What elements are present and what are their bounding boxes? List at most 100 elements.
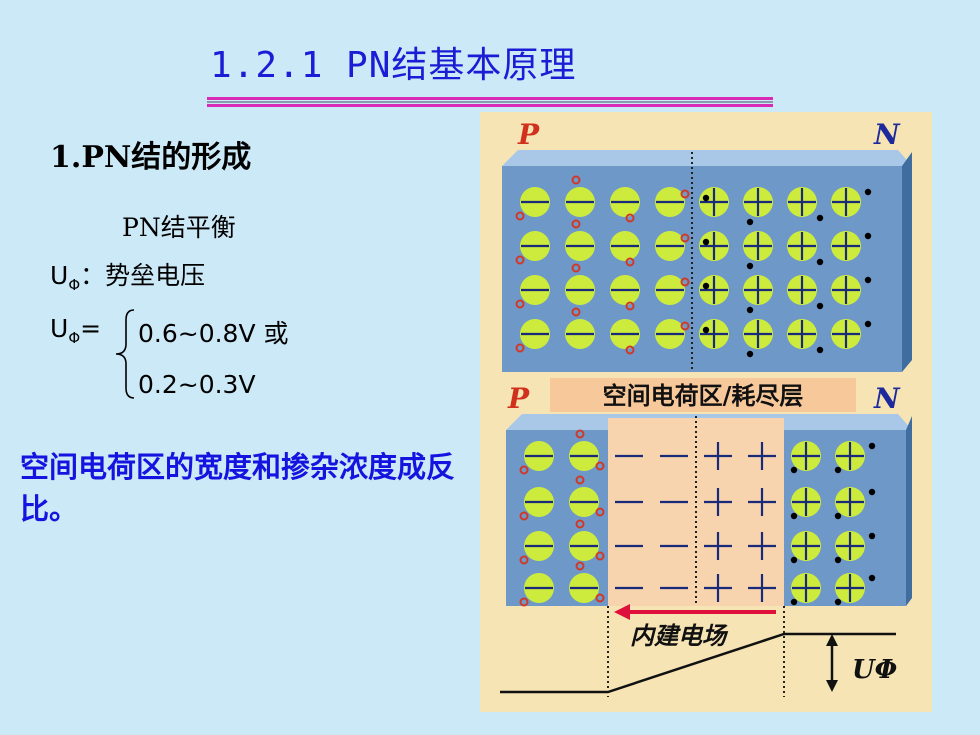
electron-icon bbox=[746, 218, 754, 226]
electron-icon bbox=[790, 556, 798, 564]
acceptor-ion-icon bbox=[524, 487, 554, 517]
donor-ion-icon bbox=[787, 319, 817, 349]
hole-icon bbox=[625, 345, 635, 355]
acceptor-ion-icon bbox=[569, 573, 599, 603]
electron-icon bbox=[746, 262, 754, 270]
hole-icon bbox=[515, 343, 525, 353]
donor-ion-icon bbox=[787, 231, 817, 261]
barrier-voltage-line: UΦ：势垒电压 bbox=[50, 256, 205, 294]
donor-ion-icon bbox=[831, 275, 861, 305]
voltage-value-germanium: 0.2~0.3V bbox=[138, 370, 256, 399]
electron-icon bbox=[864, 276, 872, 284]
acceptor-ion-icon bbox=[655, 231, 685, 261]
acceptor-ion-icon bbox=[610, 187, 640, 217]
electron-icon bbox=[702, 238, 710, 246]
electron-icon bbox=[816, 346, 824, 354]
donor-ion-icon bbox=[704, 442, 732, 470]
donor-ion-icon bbox=[748, 532, 776, 560]
title-underline bbox=[207, 97, 773, 107]
hole-icon bbox=[680, 189, 690, 199]
acceptor-ion-icon bbox=[565, 187, 595, 217]
hole-icon bbox=[575, 519, 585, 529]
voltage-value-silicon: 0.6~0.8V 或 bbox=[138, 319, 289, 348]
donor-ion-icon bbox=[748, 442, 776, 470]
voltage-subscript: Φ bbox=[68, 329, 81, 347]
donor-ion-icon bbox=[743, 275, 773, 305]
acceptor-ion-icon bbox=[655, 319, 685, 349]
electron-icon bbox=[790, 466, 798, 474]
pn-block-before bbox=[502, 150, 912, 372]
donor-ion-icon bbox=[704, 488, 732, 516]
hole-icon bbox=[595, 507, 605, 517]
hole-icon bbox=[625, 301, 635, 311]
voltage-subscript: Φ bbox=[68, 276, 81, 294]
electron-icon bbox=[816, 214, 824, 222]
electron-icon bbox=[864, 320, 872, 328]
hole-icon bbox=[575, 475, 585, 485]
voltage-equation: UΦ= bbox=[50, 314, 101, 347]
donor-ion-icon bbox=[791, 487, 821, 517]
curly-brace-icon bbox=[115, 309, 135, 399]
donor-ion-icon bbox=[748, 574, 776, 602]
n-region-label: N bbox=[873, 382, 901, 415]
donor-ion-icon bbox=[704, 574, 732, 602]
acceptor-ion-icon bbox=[565, 319, 595, 349]
electron-icon bbox=[868, 574, 876, 582]
hole-icon bbox=[625, 213, 635, 223]
equals-sign: = bbox=[80, 314, 102, 343]
conclusion-text: 空间电荷区的宽度和掺杂浓度成反比。 bbox=[20, 450, 456, 526]
electron-icon bbox=[702, 194, 710, 202]
hole-icon bbox=[595, 461, 605, 471]
donor-ion-icon bbox=[743, 319, 773, 349]
hole-icon bbox=[519, 511, 529, 521]
donor-ion-icon bbox=[835, 487, 865, 517]
acceptor-ion-icon bbox=[520, 275, 550, 305]
depletion-label-box bbox=[550, 378, 856, 412]
p-region-label: P bbox=[517, 118, 540, 151]
voltage-symbol: U bbox=[50, 314, 69, 343]
donor-ion-icon bbox=[748, 488, 776, 516]
electron-icon bbox=[746, 350, 754, 358]
acceptor-ion-icon bbox=[569, 531, 599, 561]
donor-ion-icon bbox=[699, 231, 729, 261]
equilibrium-label: PN结平衡 bbox=[122, 213, 236, 242]
hole-icon bbox=[575, 429, 585, 439]
electron-icon bbox=[816, 258, 824, 266]
acceptor-ion-icon bbox=[565, 231, 595, 261]
hole-icon bbox=[625, 257, 635, 267]
acceptor-ion-icon bbox=[655, 187, 685, 217]
acceptor-ion-icon bbox=[610, 319, 640, 349]
electron-icon bbox=[816, 302, 824, 310]
electron-icon bbox=[834, 598, 842, 606]
hole-icon bbox=[595, 593, 605, 603]
donor-ion-icon bbox=[704, 532, 732, 560]
acceptor-ion-icon bbox=[520, 187, 550, 217]
acceptor-ion-icon bbox=[565, 275, 595, 305]
field-label: 内建电场 bbox=[630, 621, 729, 650]
electron-icon bbox=[868, 488, 876, 496]
donor-ion-icon bbox=[699, 319, 729, 349]
acceptor-ion-icon bbox=[610, 231, 640, 261]
barrier-voltage-text: ：势垒电压 bbox=[80, 261, 206, 290]
donor-ion-icon bbox=[699, 275, 729, 305]
hole-icon bbox=[519, 555, 529, 565]
donor-ion-icon bbox=[699, 187, 729, 217]
acceptor-ion-icon bbox=[524, 441, 554, 471]
hole-icon bbox=[680, 277, 690, 287]
donor-ion-icon bbox=[791, 531, 821, 561]
donor-ion-icon bbox=[835, 441, 865, 471]
hole-icon bbox=[571, 307, 581, 317]
pn-junction-figure: P N P 空间电荷区/耗尽层 N 内建电场 UΦ bbox=[480, 112, 932, 712]
donor-ion-icon bbox=[831, 231, 861, 261]
voltage-symbol: U bbox=[50, 261, 69, 290]
page-title: 1.2.1 PN结基本原理 bbox=[210, 45, 577, 86]
electron-icon bbox=[834, 556, 842, 564]
hole-icon bbox=[571, 263, 581, 273]
electron-icon bbox=[790, 598, 798, 606]
electron-icon bbox=[790, 512, 798, 520]
electron-icon bbox=[702, 282, 710, 290]
hole-icon bbox=[515, 255, 525, 265]
electron-icon bbox=[864, 232, 872, 240]
donor-ion-icon bbox=[831, 187, 861, 217]
acceptor-ion-icon bbox=[610, 275, 640, 305]
